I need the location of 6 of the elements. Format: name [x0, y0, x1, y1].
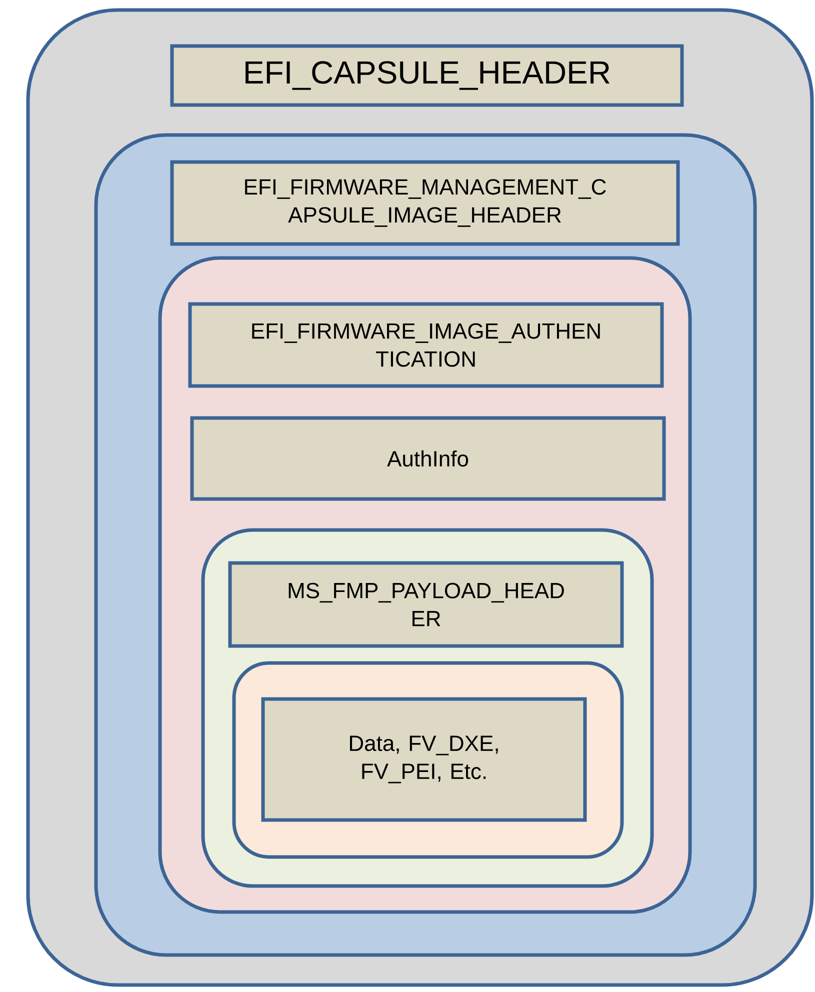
header-box: EFI_FIRMWARE_IMAGE_AUTHEN TICATION: [188, 302, 664, 388]
header-box: EFI_CAPSULE_HEADER: [170, 44, 684, 107]
header-box: AuthInfo: [190, 416, 666, 501]
header-box: Data, FV_DXE, FV_PEI, Etc.: [261, 697, 587, 822]
header-box: MS_FMP_PAYLOAD_HEAD ER: [228, 561, 624, 648]
header-box: EFI_FIRMWARE_MANAGEMENT_C APSULE_IMAGE_HEADER: [170, 160, 680, 246]
